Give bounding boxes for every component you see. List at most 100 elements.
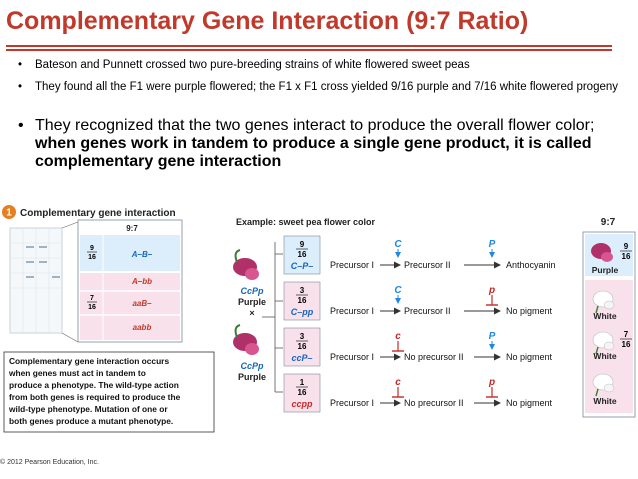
figure-heading: Complementary gene interaction	[20, 208, 176, 219]
parent-phenotype: Purple	[238, 297, 266, 307]
bullet-glyph: •	[18, 81, 23, 93]
step1-label: Precursor I	[330, 352, 374, 362]
caption-text: Complementary gene interaction occurs wh…	[8, 356, 183, 426]
cross-symbol: ×	[249, 308, 254, 318]
result-label: Purple	[592, 265, 619, 275]
parent-flower-icon	[233, 249, 259, 280]
cross-connectors	[262, 242, 283, 393]
result-label: White	[593, 351, 616, 361]
row-frac-den: 16	[298, 342, 307, 351]
row-frac-den: 16	[298, 296, 307, 305]
genotype-box	[283, 281, 321, 321]
row-genotype: ccP–	[291, 353, 312, 363]
complementary-figure: 1 Complementary gene interaction 9:7 9 1…	[2, 205, 636, 433]
step2-label: No precursor II	[404, 398, 464, 408]
row-frac-num: 1	[300, 378, 305, 387]
gene-p-label: P	[489, 331, 496, 342]
product-label: Anthocyanin	[506, 260, 556, 270]
caption-line: both genes produce a mutant phenotype.	[9, 416, 173, 426]
ratio-frac-den: 16	[88, 304, 96, 311]
row-genotype: ccpp	[291, 399, 313, 409]
caption-line: Complementary gene interaction occurs	[9, 356, 169, 366]
badge-circle	[2, 205, 16, 219]
ratio-box-title: 9:7	[126, 224, 138, 233]
row-frac-num: 3	[300, 332, 305, 341]
parent-phenotype: Purple	[238, 372, 266, 382]
zoom-line-bottom	[61, 332, 79, 343]
result-frac-den: 16	[622, 252, 631, 261]
ratio-geno: aaB–	[132, 299, 152, 308]
ratio-geno: aabb	[133, 323, 152, 332]
gene-p-label: P	[489, 239, 496, 250]
gene-p-label: p	[488, 377, 495, 388]
mini-punnett-marks	[26, 246, 60, 278]
white-flower-icon	[592, 290, 615, 314]
step1-label: Precursor I	[330, 260, 374, 270]
ratio-frac-num: 7	[90, 295, 94, 302]
ratio-geno: A–bb	[131, 277, 152, 286]
gene-c-label: C	[394, 239, 402, 250]
step2-label: Precursor II	[404, 260, 451, 270]
product-label: No pigment	[506, 352, 553, 362]
genotype-box	[283, 327, 321, 367]
zoom-line-top	[61, 221, 79, 229]
ratio-cell-white	[80, 273, 180, 340]
gene-p-label: p	[488, 285, 495, 296]
bullet-glyph: •	[18, 117, 24, 134]
title-underline-top	[6, 45, 612, 47]
parent-genotype: CcPp	[240, 361, 264, 371]
result-frac-den: 16	[622, 340, 631, 349]
bullet-2: • They found all the F1 were purple flow…	[18, 80, 618, 94]
badge-number: 1	[6, 208, 12, 219]
example-heading: Example: sweet pea flower color	[236, 217, 376, 227]
result-label: White	[593, 311, 616, 321]
row-frac-den: 16	[298, 388, 307, 397]
step2-label: Precursor II	[404, 306, 451, 316]
bullet-2-text: They found all the F1 were purple flower…	[35, 81, 619, 93]
result-frac-num: 9	[624, 242, 629, 251]
caption-box	[3, 351, 215, 433]
bullet-3-text: They recognized that the two genes inter…	[35, 117, 628, 171]
mini-punnett-grid	[10, 228, 62, 333]
example-ratio: 9:7	[601, 217, 616, 228]
parent-genotype: CcPp	[240, 286, 264, 296]
purple-flower-icon	[591, 243, 613, 262]
bullet-3-plain: They recognized that the two genes inter…	[35, 117, 595, 134]
row-frac-num: 9	[300, 240, 305, 249]
title-underline-bottom	[6, 49, 612, 51]
genotype-box	[283, 373, 321, 413]
gene-c-label: C	[394, 285, 402, 296]
row-genotype: C–P–	[291, 261, 314, 271]
copyright-notice: © 2012 Pearson Education, Inc.	[0, 459, 99, 466]
caption-line: wild-type phenotype. Mutation of one or	[8, 404, 168, 414]
row-genotype: C–pp	[291, 307, 314, 317]
row-frac-num: 3	[300, 286, 305, 295]
gene-c-label: c	[395, 331, 401, 342]
result-label: White	[593, 396, 616, 406]
ratio-frac-num: 9	[90, 245, 94, 252]
bullet-1-text: Bateson and Punnett crossed two pure-bre…	[35, 59, 470, 71]
step2-label: No precursor II	[404, 352, 464, 362]
slide-title: Complementary Gene Interaction (9:7 Rati…	[6, 7, 529, 35]
row-frac-den: 16	[298, 250, 307, 259]
bullet-glyph: •	[18, 59, 23, 71]
caption-line: from both genes is required to produce t…	[9, 392, 181, 402]
step1-label: Precursor I	[330, 398, 374, 408]
ratio-cell-purple	[80, 235, 180, 271]
product-label: No pigment	[506, 398, 553, 408]
ratio-geno: A–B–	[131, 250, 153, 259]
product-label: No pigment	[506, 306, 553, 316]
result-frac-num: 7	[624, 330, 629, 339]
white-flower-icon	[592, 331, 615, 355]
caption-line: when genes must act in tandem to	[8, 368, 146, 378]
bullet-3-emphasis: when genes work in tandem to produce a s…	[35, 135, 592, 170]
genotype-box	[283, 235, 321, 275]
parent-flower-icon	[233, 324, 259, 355]
bullet-3: • They recognized that the two genes int…	[18, 117, 628, 171]
caption-line: produce a phenotype. The wild-type actio…	[9, 380, 179, 390]
ratio-frac-den: 16	[88, 254, 96, 261]
bullet-1: • Bateson and Punnett crossed two pure-b…	[18, 59, 618, 71]
gene-c-label: c	[395, 377, 401, 388]
step1-label: Precursor I	[330, 306, 374, 316]
white-flower-icon	[592, 373, 615, 397]
